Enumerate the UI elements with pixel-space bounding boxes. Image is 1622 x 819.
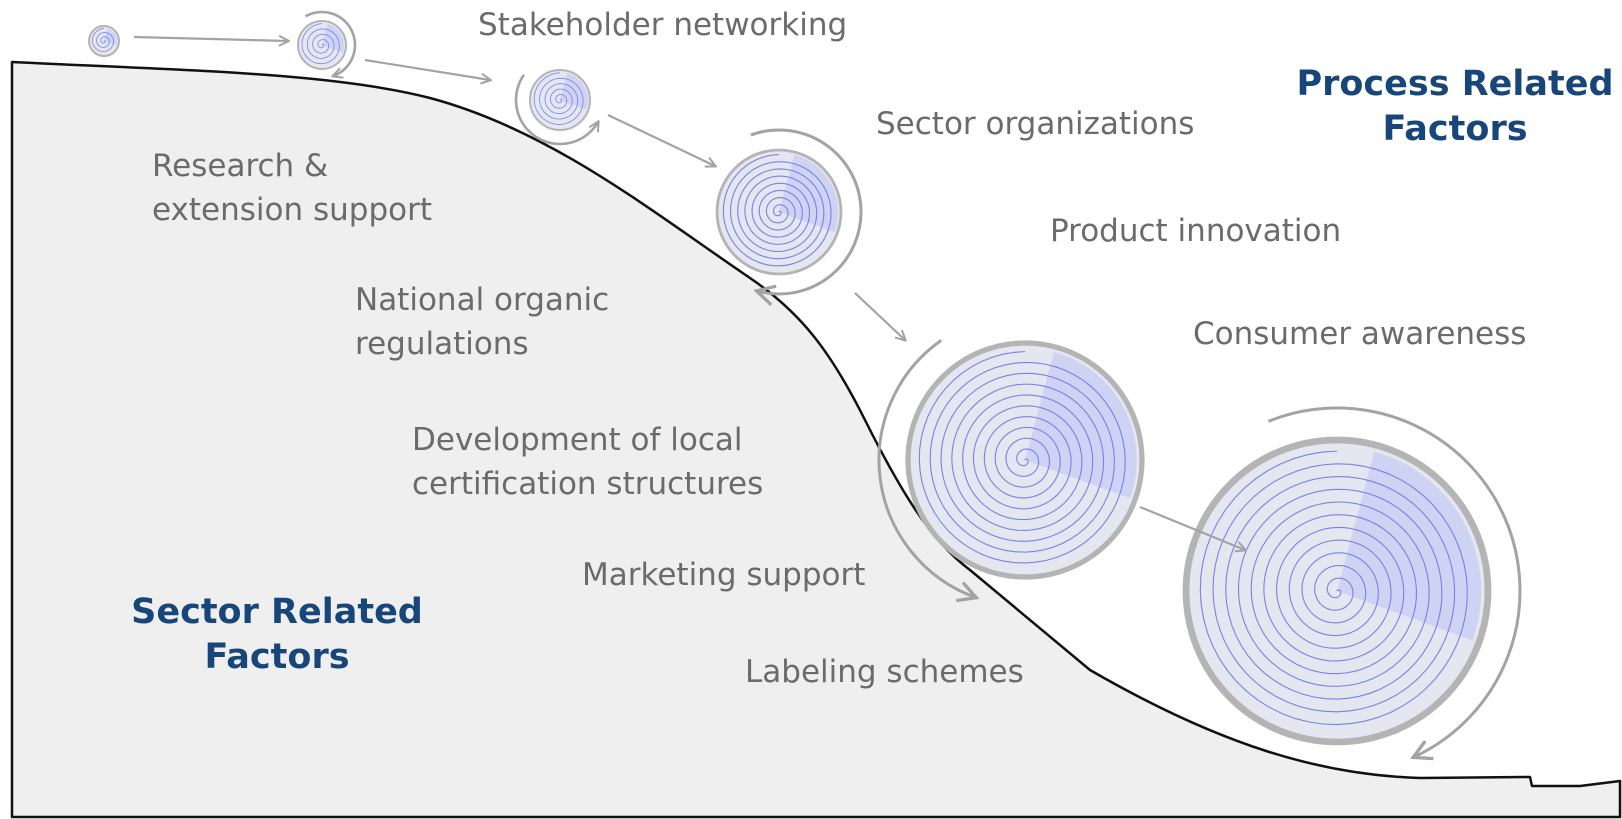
process-heading-line-2: Factors bbox=[1382, 109, 1528, 149]
rotation-arrow-icon bbox=[514, 74, 598, 146]
factor-label: Consumer awareness bbox=[1193, 316, 1527, 352]
factor-label: Marketing support bbox=[582, 557, 866, 593]
factor-national-organic-regulations: National organic regulations bbox=[355, 278, 609, 366]
snowball-icon bbox=[905, 340, 1145, 580]
factor-label: Sector organizations bbox=[876, 106, 1195, 142]
factor-label-line-1: Research & bbox=[152, 148, 329, 184]
factor-labeling-schemes: Labeling schemes bbox=[745, 650, 1024, 694]
motion-arrow-icon bbox=[1139, 505, 1245, 550]
rotation-arrow-icon bbox=[750, 128, 863, 294]
snowball-icon bbox=[1182, 436, 1492, 746]
snowball-icon bbox=[715, 148, 843, 276]
snowball-icon bbox=[88, 25, 120, 57]
factor-label-line-2: regulations bbox=[355, 326, 529, 362]
sector-heading-line-2: Factors bbox=[204, 637, 350, 677]
factor-local-certification-structures: Development of local certification struc… bbox=[412, 418, 763, 506]
sector-related-heading: Sector Related Factors bbox=[112, 590, 442, 680]
factor-label: Product innovation bbox=[1050, 213, 1342, 249]
factor-sector-organizations: Sector organizations bbox=[876, 102, 1194, 146]
snowball-icon bbox=[297, 20, 347, 70]
sector-heading-line-1: Sector Related bbox=[131, 592, 423, 632]
factor-label-line-2: extension support bbox=[152, 192, 432, 228]
rotation-arrow-icon bbox=[304, 10, 357, 76]
factor-label: Labeling schemes bbox=[745, 654, 1024, 690]
motion-arrow-icon bbox=[133, 37, 288, 41]
motion-arrow-icon bbox=[854, 292, 905, 340]
factor-marketing-support: Marketing support bbox=[582, 553, 865, 597]
rotation-arrow-icon bbox=[877, 339, 975, 597]
snowball-icon bbox=[529, 69, 591, 131]
rotation-arrow-icon bbox=[1267, 406, 1522, 757]
hill-slope bbox=[10, 60, 1622, 819]
factor-label-line-1: Development of local bbox=[412, 422, 743, 458]
factor-consumer-awareness: Consumer awareness bbox=[1193, 312, 1526, 356]
motion-arrow-icon bbox=[607, 114, 715, 166]
factor-research-extension-support: Research & extension support bbox=[152, 144, 432, 232]
factor-label-line-1: National organic bbox=[355, 282, 610, 318]
factor-label-line-2: certification structures bbox=[412, 466, 764, 502]
factor-stakeholder-networking: Stakeholder networking bbox=[478, 3, 847, 47]
process-heading-line-1: Process Related bbox=[1296, 64, 1614, 104]
factor-label: Stakeholder networking bbox=[478, 7, 848, 43]
factor-product-innovation: Product innovation bbox=[1050, 209, 1341, 253]
motion-arrow-icon bbox=[364, 58, 490, 80]
process-related-heading: Process Related Factors bbox=[1290, 62, 1620, 152]
